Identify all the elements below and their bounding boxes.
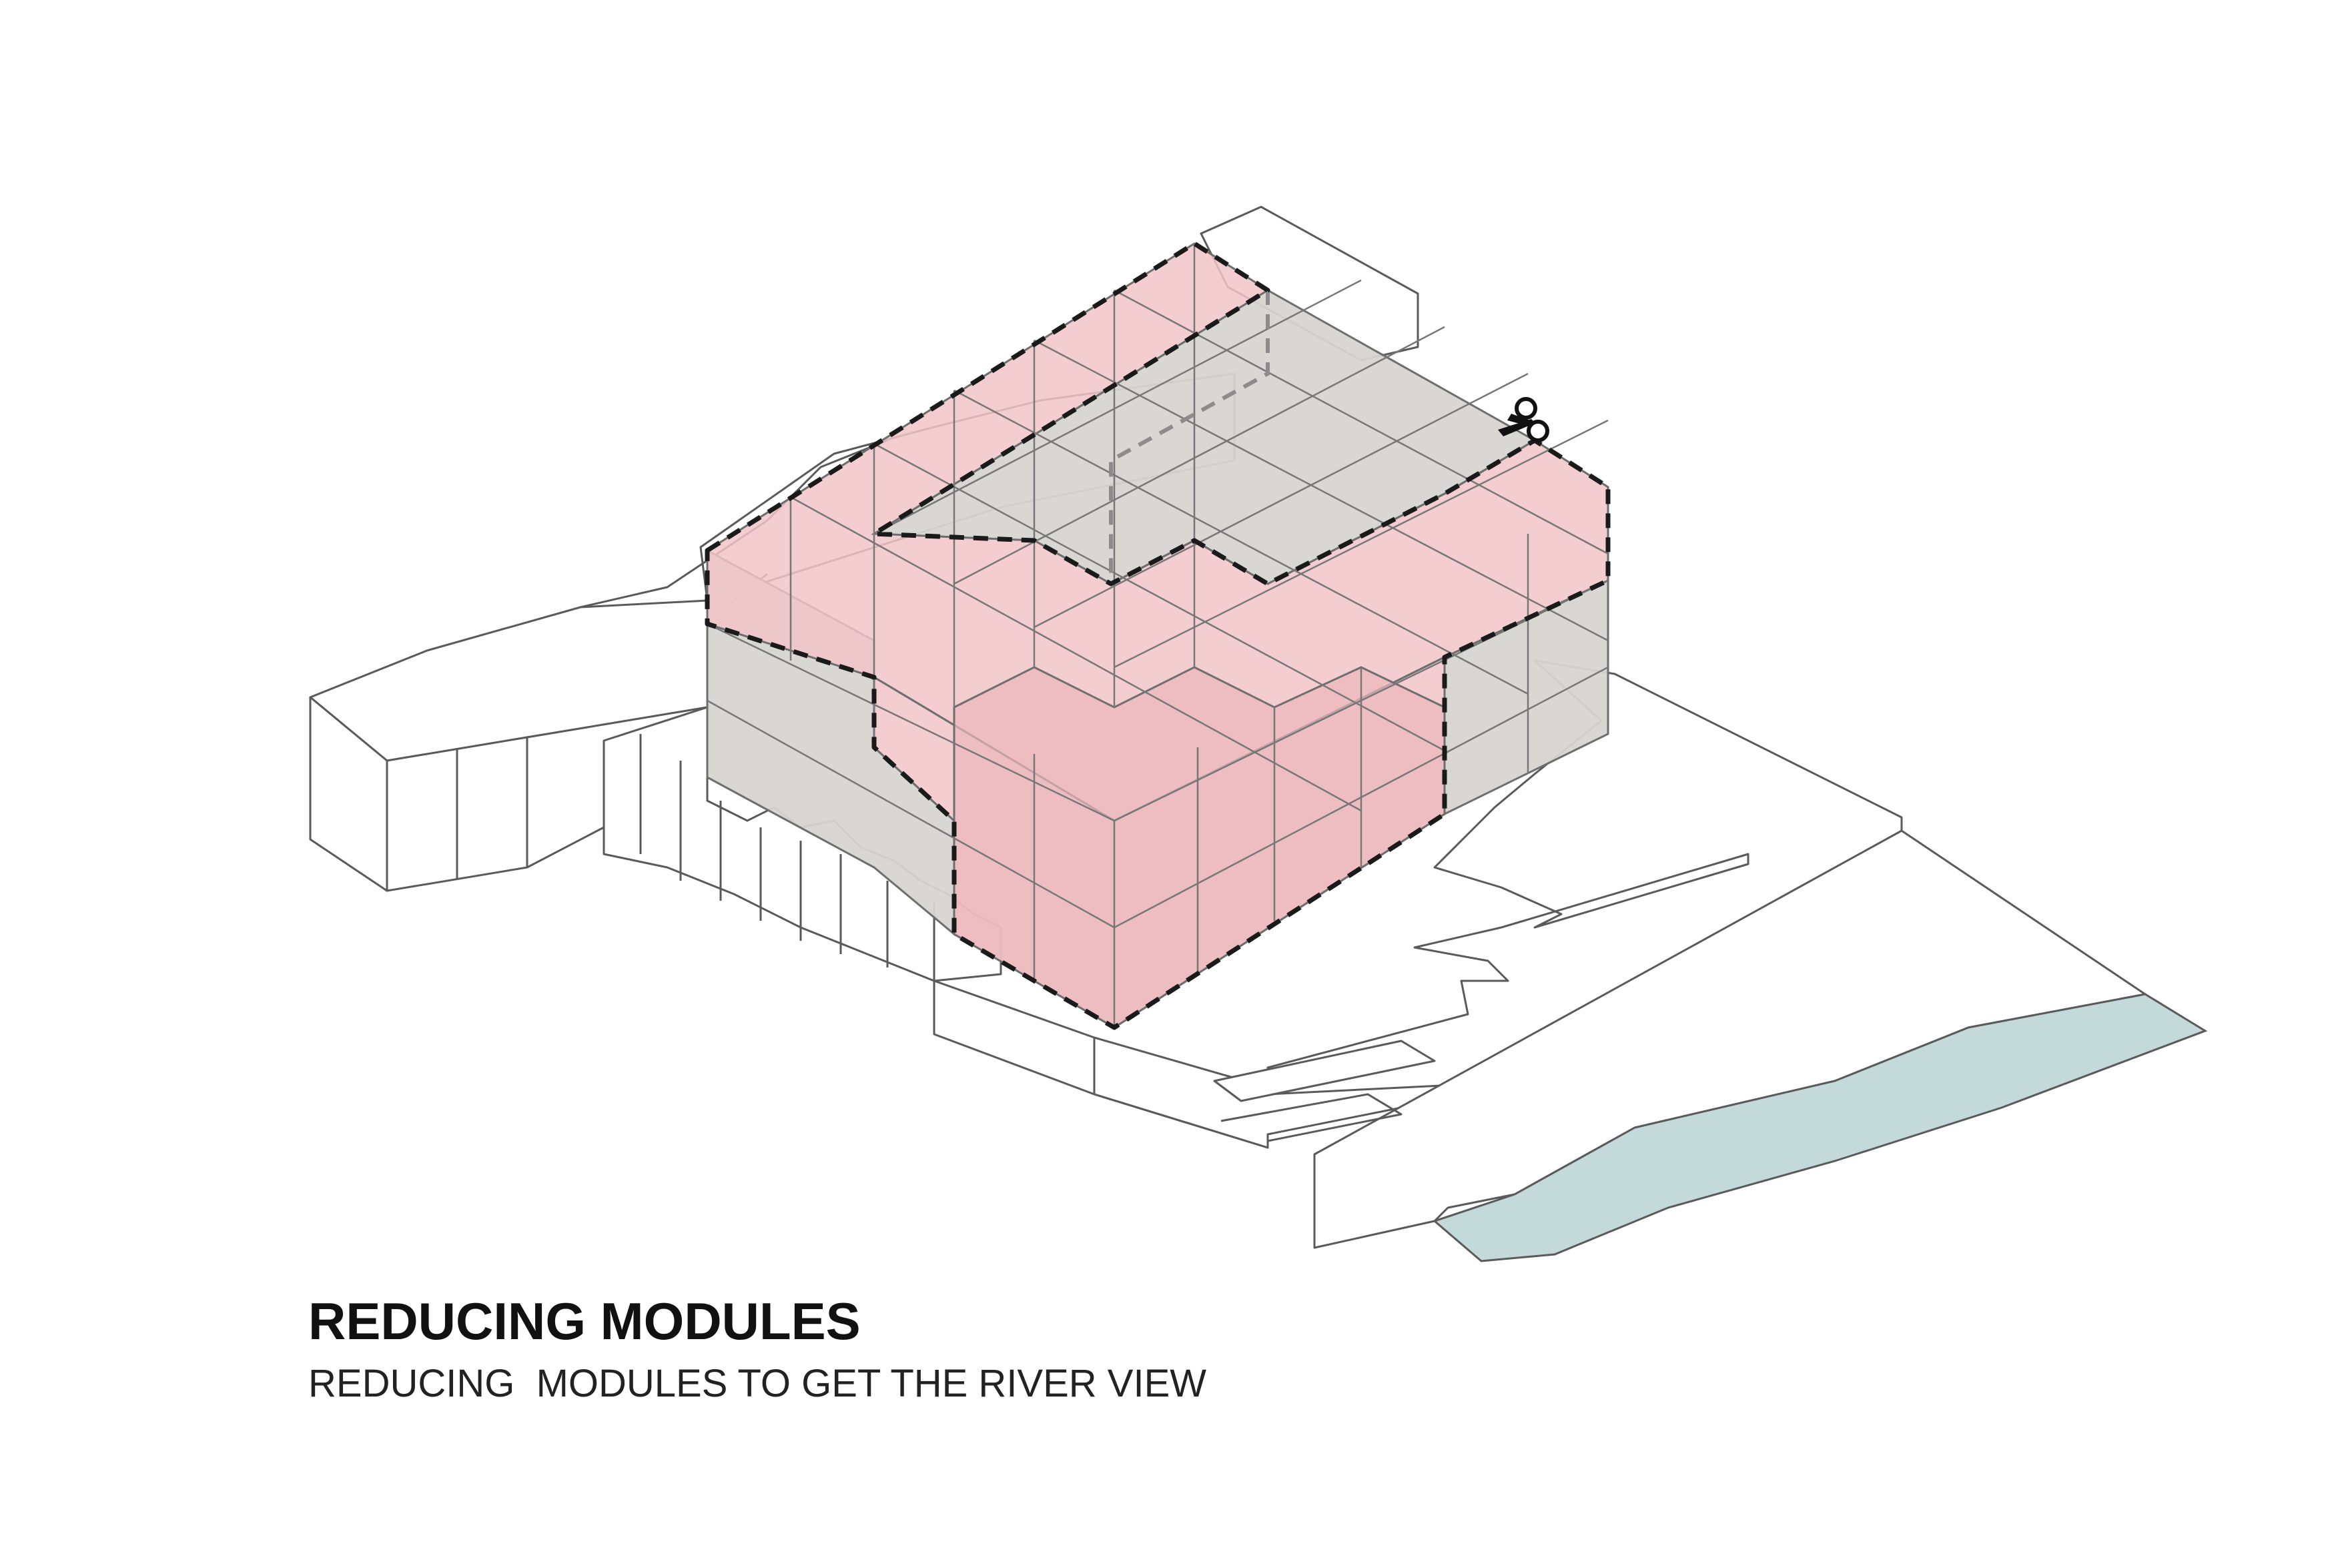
module-block [705,241,1611,1030]
diagram-title: REDUCING MODULES [308,1292,861,1350]
scissors-icon [1498,397,1549,442]
diagram-subtitle: REDUCING MODULES TO GET THE RIVER VIEW [308,1362,1207,1405]
path-strip [1220,1093,1403,1142]
cut-outline [705,241,1611,1030]
river [1433,993,2208,1262]
promenade [1213,1040,1436,1102]
hidden-cut-line [1109,290,1270,584]
